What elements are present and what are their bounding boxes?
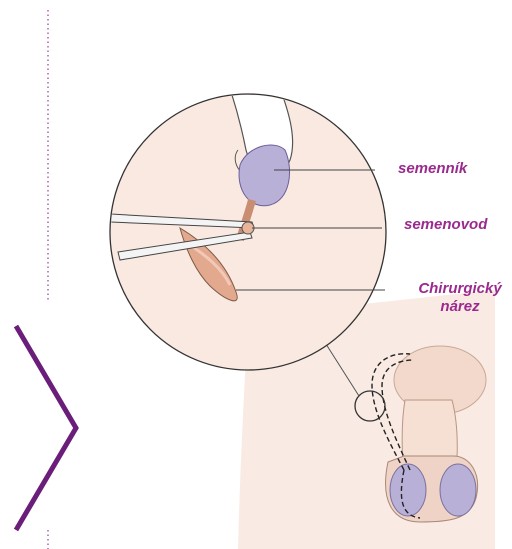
chevron-right-icon: [16, 326, 76, 530]
label-testis: semenník: [398, 160, 467, 178]
label-incision-line2: nárez: [408, 298, 512, 316]
label-vas-deferens: semenovod: [404, 216, 487, 234]
label-surgical-incision: Chirurgický nárez: [408, 280, 512, 316]
zoom-circle: [110, 40, 386, 370]
label-incision-line1: Chirurgický: [408, 280, 512, 298]
